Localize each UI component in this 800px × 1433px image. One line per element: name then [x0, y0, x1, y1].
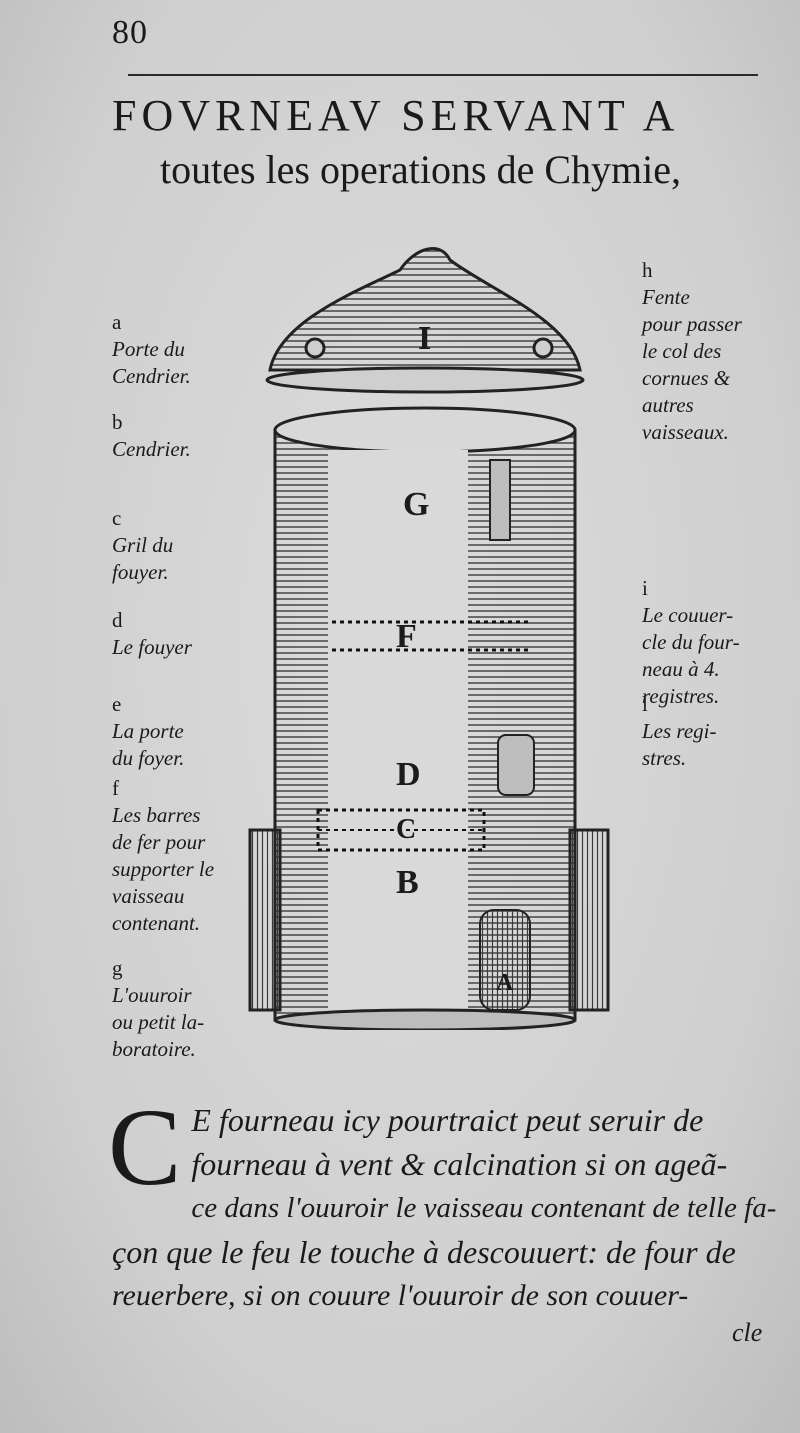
page-title-line-1: FOVRNEAV SERVANT A	[112, 91, 680, 140]
legend-item-g: g L'ouuroir ou petit la- boratoire.	[112, 928, 204, 1063]
body-line-4: çon que le feu le touche à descouuert: d…	[112, 1234, 736, 1270]
legend-item-i: i Le couuer- cle du four- neau à 4. regi…	[642, 548, 740, 710]
legend-key: l	[642, 692, 648, 716]
figure-label-f: F	[396, 618, 417, 655]
legend-key: i	[642, 576, 648, 600]
furnace-illustration: I G F D C B A	[240, 230, 620, 1032]
page-title-line-2: toutes les operations de Chymie,	[160, 147, 682, 192]
legend-key: g	[112, 956, 123, 980]
legend-item-f: f Les barres de fer pour supporter le va…	[112, 748, 214, 937]
legend-text: Les regi- stres.	[642, 719, 717, 770]
furnace-body	[248, 406, 610, 1032]
legend-key: f	[112, 776, 119, 800]
legend-text: Porte du Cendrier.	[112, 337, 191, 388]
legend-text: L'ouuroir ou petit la- boratoire.	[112, 983, 205, 1061]
figure-label-b: B	[396, 864, 419, 901]
legend-text: La porte du foyer.	[112, 719, 185, 770]
legend-item-c: c Gril du fouyer.	[112, 478, 173, 586]
legend-text: Cendrier.	[112, 437, 191, 461]
drop-cap: C	[108, 1086, 182, 1208]
figure-label-g: G	[403, 486, 430, 523]
legend-item-h: h Fente pour passer le col des cornues &…	[642, 230, 742, 446]
figure-label-c: C	[396, 814, 417, 845]
legend-item-d: d Le fouyer	[112, 580, 192, 661]
legend-item-e: e La porte du foyer.	[112, 664, 184, 772]
body-paragraph: C E fourneau icy pourtraict peut seruir …	[108, 1092, 777, 1318]
page-number: 80	[112, 14, 148, 51]
body-line-2: fourneau à vent & calcination si on ageã…	[191, 1146, 728, 1182]
figure-label-i: I	[418, 320, 432, 357]
figure-label-d: D	[396, 756, 421, 793]
legend-key: e	[112, 692, 122, 716]
furnace-lid	[265, 247, 585, 394]
legend-text: Les barres de fer pour supporter le vais…	[112, 803, 215, 935]
catchword: cle	[732, 1318, 763, 1347]
legend-key: b	[112, 410, 123, 434]
body-line-5: reuerbere, si on couure l'ouuroir de son…	[112, 1279, 689, 1312]
legend-key: d	[112, 608, 123, 632]
body-line-3: ce dans l'ouuroir le vaisseau contenant …	[191, 1192, 777, 1224]
legend-item-l: l Les regi- stres.	[642, 664, 716, 772]
legend-text: Gril du fouyer.	[112, 533, 174, 584]
figure-label-a: A	[496, 970, 514, 996]
legend-item-b: b Cendrier.	[112, 382, 191, 463]
legend-text: Le fouyer	[112, 635, 192, 659]
legend-text: Fente pour passer le col des cornues & a…	[642, 285, 742, 444]
legend-key: a	[112, 310, 122, 334]
legend-text: Le couuer- cle du four- neau à 4. regist…	[642, 603, 740, 708]
legend-item-a: a Porte du Cendrier.	[112, 282, 191, 390]
furnace-woodcut	[248, 247, 610, 1032]
header-rule	[128, 74, 758, 76]
body-line-1: E fourneau icy pourtraict peut seruir de	[191, 1102, 704, 1138]
legend-key: h	[642, 258, 653, 282]
legend-key: c	[112, 506, 122, 530]
